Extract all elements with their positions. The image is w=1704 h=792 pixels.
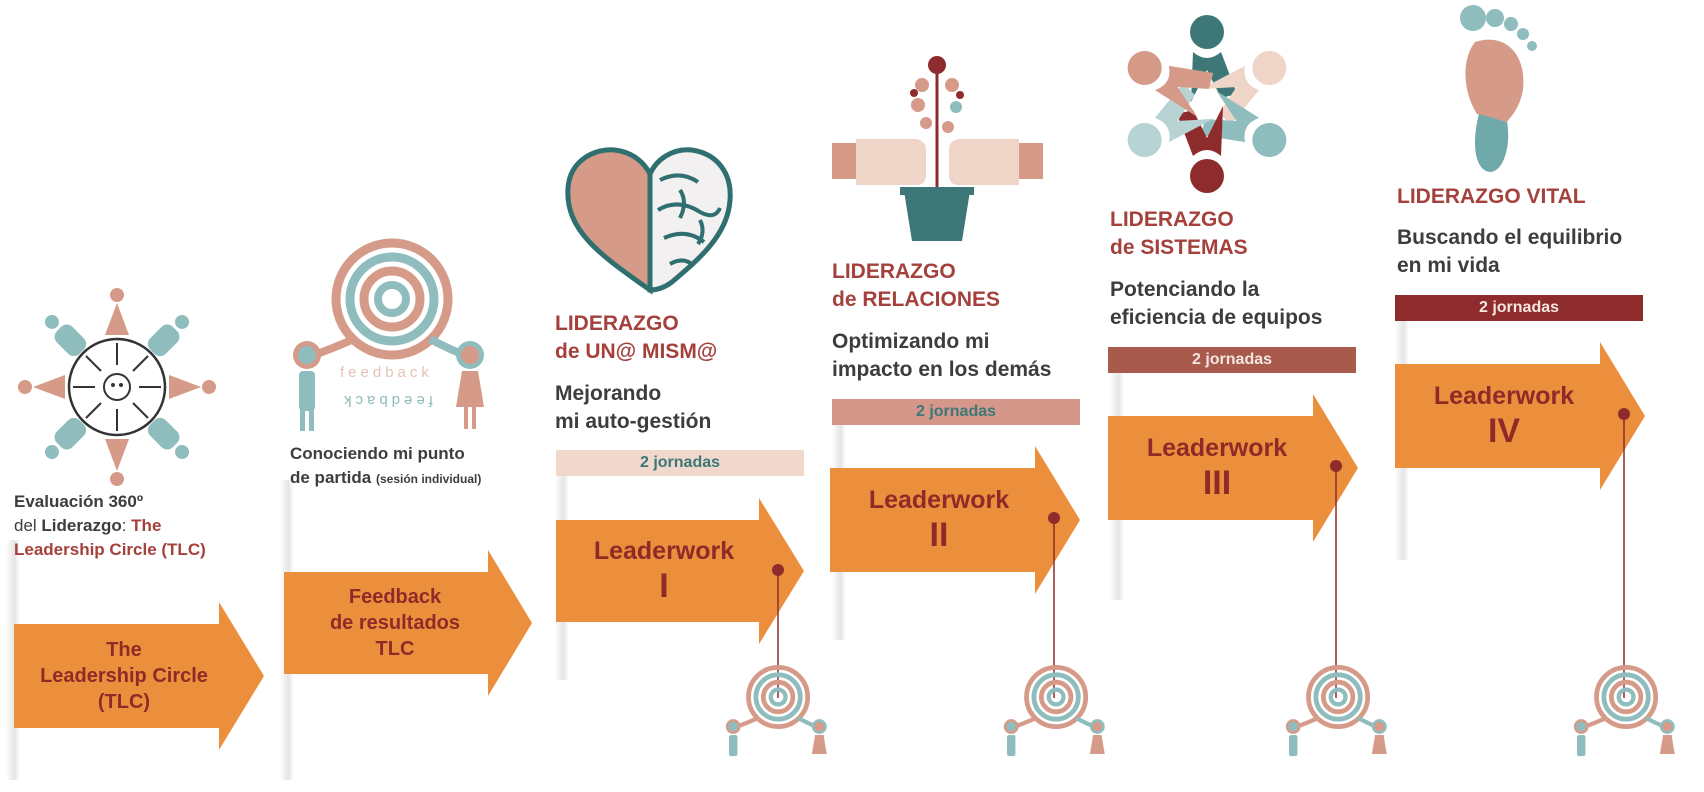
stage6-jornadas-bar: 2 jornadas (1395, 295, 1643, 321)
stage2-arrow-label: Feedback de resultados TLC (329, 586, 461, 660)
stage1-title: Evaluación 360º del Liderazgo: The Leade… (14, 492, 206, 559)
stage1-arrow-label: The Leadership Circle (TLC) (40, 639, 208, 713)
feedback-word-mirrored: feedback (340, 392, 433, 409)
stage5-jornadas-bar: 2 jornadas (1108, 347, 1356, 373)
feedback-target-icon (1003, 665, 1105, 757)
stage3-jornadas-bar: 2 jornadas (556, 450, 804, 476)
heart-brain-icon (565, 147, 733, 295)
stage5-title: LIDERAZGO de SISTEMAS (1110, 208, 1248, 259)
feedback-target-icon (1285, 665, 1387, 757)
stage6-arrow-label: Leaderwork IV (1433, 382, 1575, 450)
feedback-target-icon (293, 238, 484, 431)
stage3-description: Mejorando mi auto-gestión (555, 382, 712, 433)
stage5-description: Potenciando la eficiencia de equipos (1110, 278, 1323, 329)
hands-plant-icon (832, 56, 1043, 241)
stage4-description: Optimizando mi impacto en los demás (832, 330, 1052, 381)
stage4-title: LIDERAZGO de RELACIONES (832, 260, 1001, 311)
stage1-arrow (14, 602, 264, 750)
footprint-icon (1460, 5, 1537, 172)
stage4-jornadas-bar: 2 jornadas (832, 399, 1080, 425)
feedback-target-icon (725, 665, 827, 757)
stage2-arrow (284, 550, 532, 696)
stage4-arrow (830, 446, 1080, 594)
feedback-word: feedback (340, 364, 433, 381)
stage6-arrow (1395, 342, 1645, 490)
feedback-target-icon (1573, 665, 1675, 757)
stage6-description: Buscando el equilibrio en mi vida (1397, 226, 1623, 277)
stage5-arrow-label: Leaderwork III (1146, 434, 1288, 502)
stage3-arrow-label: Leaderwork I (593, 537, 735, 605)
stage6-title: LIDERAZGO VITAL (1397, 185, 1586, 208)
team-circle-icon (1127, 15, 1287, 193)
stage4-arrow-label: Leaderwork II (868, 486, 1010, 554)
stage5-connector (1330, 460, 1342, 698)
people-circle-icon (18, 288, 216, 486)
stage3-arrow (556, 498, 804, 644)
stage2-description: Conociendo mi punto de partida (sesión i… (290, 444, 482, 487)
stage5-arrow (1108, 394, 1358, 542)
stage3-title: LIDERAZGO de UN@ MISM@ (555, 312, 718, 363)
stage6-connector (1618, 408, 1630, 698)
